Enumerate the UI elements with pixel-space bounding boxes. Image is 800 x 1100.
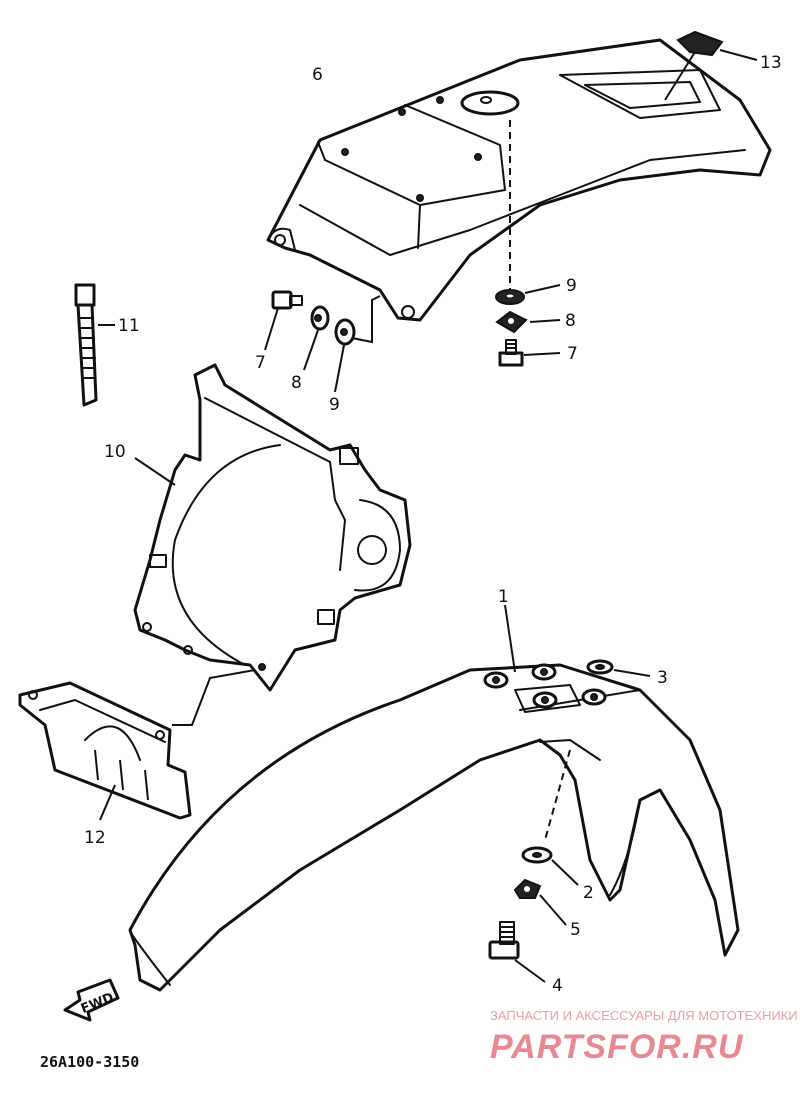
bolt-left	[271, 290, 303, 310]
callout-13: 13	[760, 53, 782, 73]
callout-5: 5	[570, 920, 581, 940]
callout-10: 10	[104, 442, 126, 462]
front-fender	[128, 663, 740, 992]
forward-direction-arrow: FWD	[63, 978, 120, 1022]
clip-nut-right	[495, 310, 528, 334]
cable-tie	[74, 283, 98, 407]
washer-left	[334, 318, 356, 346]
callout-9a: 9	[329, 395, 340, 415]
callout-3: 3	[657, 668, 668, 688]
callout-4: 4	[552, 976, 563, 996]
diagram-code: 26A100-3150	[40, 1053, 139, 1071]
clip-nut-left	[310, 305, 330, 331]
watermark: ЗАПЧАСТИ И АКСЕССУАРЫ ДЛЯ МОТОТЕХНИКИ PA…	[490, 1008, 798, 1066]
callout-6: 6	[312, 65, 323, 85]
callout-12: 12	[84, 828, 106, 848]
bolt-4	[488, 921, 520, 960]
nut-5	[513, 878, 542, 899]
rubber-plug	[664, 30, 758, 101]
rear-fender	[266, 38, 772, 322]
bolt-right	[498, 339, 524, 367]
callout-8b: 8	[565, 311, 576, 331]
number-plate-bracket	[133, 363, 412, 692]
watermark-brand: PARTSFOR.RU	[490, 1028, 744, 1066]
washer-3	[586, 659, 614, 675]
watermark-tagline: ЗАПЧАСТИ И АКСЕССУАРЫ ДЛЯ МОТОТЕХНИКИ	[490, 1008, 798, 1023]
lower-guard-plate	[18, 681, 192, 820]
callout-7b: 7	[567, 344, 578, 364]
callout-7a: 7	[255, 353, 266, 373]
callout-1: 1	[498, 587, 509, 607]
callout-2: 2	[583, 883, 594, 903]
washer-2	[521, 846, 553, 864]
callout-labels: 1 2 3 4 5 6 7 7 8 8 9 9 10 11 12 13	[84, 53, 782, 996]
callout-11: 11	[118, 316, 140, 336]
callout-9b: 9	[566, 276, 577, 296]
callout-8a: 8	[291, 373, 302, 393]
washer-right	[495, 289, 525, 305]
